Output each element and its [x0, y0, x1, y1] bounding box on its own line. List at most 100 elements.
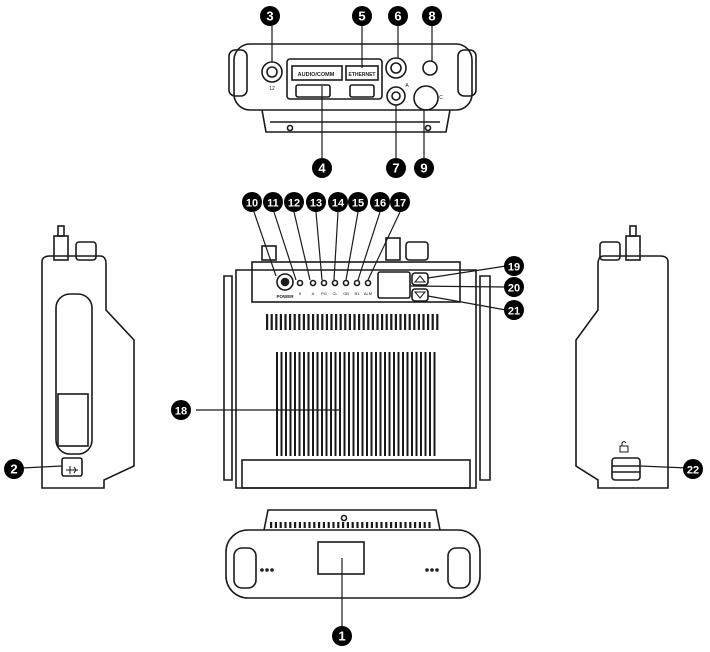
vent-slot — [413, 314, 416, 330]
callout-number: 17 — [394, 198, 406, 210]
vent-slots-bottom — [270, 522, 431, 528]
callout-1: 1 — [332, 626, 352, 646]
callout-badge — [263, 192, 283, 212]
vent-slot — [371, 314, 374, 330]
vent-slots-top — [266, 314, 439, 330]
led-mark-s: S — [299, 291, 302, 296]
vent-slot — [362, 314, 365, 330]
led-mark-b1: B1 — [355, 291, 361, 296]
vent-slot — [358, 314, 361, 330]
up-button — [411, 272, 429, 286]
front-display — [377, 271, 411, 299]
vent-slot — [375, 352, 377, 456]
mark-12: 12 — [269, 86, 275, 92]
vent-slot — [339, 352, 341, 456]
callout-badge — [4, 459, 24, 479]
callout-badge — [370, 192, 390, 212]
callout-number: 10 — [246, 198, 258, 210]
vent-slot — [321, 352, 323, 456]
vent-slot — [327, 522, 330, 528]
vent-slot — [423, 522, 426, 528]
callout-11: 11 — [263, 192, 283, 212]
callout-18: 18 — [171, 400, 191, 420]
vent-slot — [404, 522, 407, 528]
callout-number: 18 — [175, 406, 187, 418]
vent-slot — [388, 352, 391, 456]
mark-a: A — [405, 83, 409, 89]
callout-number: 3 — [266, 9, 273, 24]
vent-slot — [307, 314, 310, 330]
vent-slot — [332, 522, 335, 528]
callout-badge — [312, 158, 332, 178]
vent-slot — [397, 352, 400, 456]
vent-slot — [394, 314, 397, 330]
callout-number: 7 — [392, 161, 399, 176]
vent-slot — [370, 522, 373, 528]
vent-slot — [274, 522, 277, 528]
vent-slot — [385, 314, 388, 330]
vent-slot — [404, 314, 407, 330]
vent-slot — [399, 314, 402, 330]
lock-icon — [619, 441, 629, 453]
up-arrow-icon — [413, 275, 427, 283]
vent-slot — [289, 522, 292, 528]
callout-7: 7 — [386, 158, 406, 178]
callout-badge — [171, 400, 191, 420]
down-arrow-icon — [413, 291, 427, 299]
vent-slot — [294, 352, 296, 456]
bottom-view — [225, 509, 481, 599]
vent-slot — [390, 522, 393, 528]
vent-grille — [276, 352, 436, 456]
led-mark-gb: GB — [343, 291, 349, 296]
callout-2: 2 — [4, 459, 24, 479]
vent-slot — [313, 522, 316, 528]
vent-slot — [361, 352, 364, 456]
vent-slot — [330, 352, 332, 456]
callout-badge — [504, 277, 524, 297]
callout-badge — [352, 6, 372, 26]
vent-slot — [394, 522, 397, 528]
callout-number: 22 — [687, 465, 699, 477]
vent-slot — [321, 314, 324, 330]
led-mark-alm: ALM — [364, 291, 372, 296]
vent-slot — [390, 314, 393, 330]
right-side-view — [575, 225, 669, 489]
power-label: POWER — [276, 294, 294, 299]
callout-number: 20 — [508, 283, 520, 295]
callout-badge — [504, 300, 524, 320]
callout-badge — [390, 192, 410, 212]
callout-badge — [386, 158, 406, 178]
vent-slot — [409, 522, 412, 528]
callout-number: 19 — [508, 262, 520, 274]
vent-slot — [356, 522, 359, 528]
front-view — [223, 237, 491, 489]
vent-slot — [380, 522, 383, 528]
vent-slot — [424, 352, 427, 456]
left-side-view — [41, 225, 135, 489]
leader-lines — [21, 26, 689, 628]
vent-slot — [346, 522, 349, 528]
callout-9: 9 — [414, 158, 434, 178]
callout-3: 3 — [260, 6, 280, 26]
vent-slot — [279, 522, 282, 528]
callout-badge — [422, 6, 442, 26]
vent-slot — [436, 314, 439, 330]
callout-number: 1 — [338, 629, 345, 644]
vent-slot — [270, 522, 273, 528]
vent-slot — [351, 522, 354, 528]
callout-5: 5 — [352, 6, 372, 26]
vent-slot — [318, 522, 321, 528]
vent-slot — [335, 314, 338, 330]
connector-port-8 — [422, 60, 438, 76]
port-label-audio: AUDIO/COMM — [298, 72, 335, 78]
connector-port-6 — [385, 57, 407, 79]
vent-slot — [303, 522, 306, 528]
vent-slot — [298, 352, 301, 456]
callout-19: 19 — [504, 256, 524, 276]
vent-slot — [334, 352, 337, 456]
vent-slot — [330, 314, 333, 330]
vent-slot — [418, 522, 421, 528]
vent-slot — [325, 352, 328, 456]
connector-knob-9 — [413, 85, 439, 111]
